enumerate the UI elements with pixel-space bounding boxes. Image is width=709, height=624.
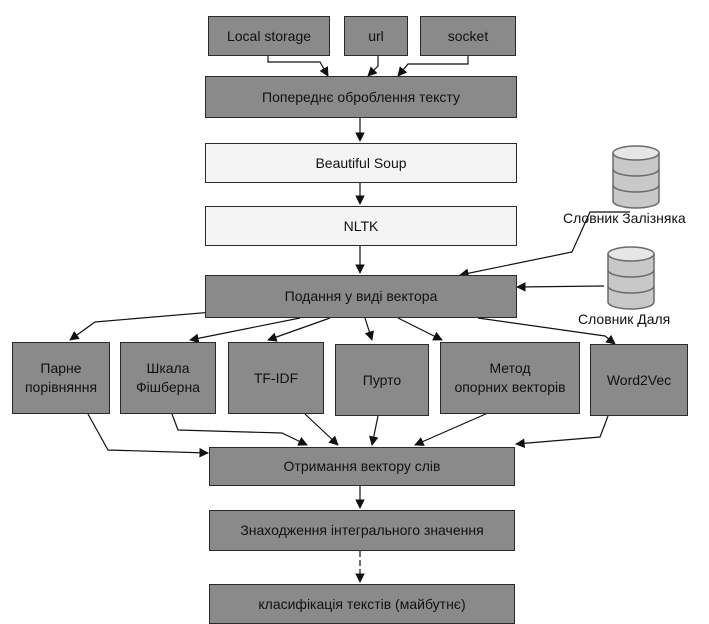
classification-node: класифікація текстів (майбутнє) [209, 584, 515, 624]
arrow-vector-to-fishburn [189, 317, 301, 344]
arrow-vector-to-word2vec [477, 317, 616, 345]
tfidf-node: TF-IDF [228, 342, 324, 414]
arrow-socket-to-preprocessing [397, 56, 469, 77]
arrow-purto-to-word-vector [369, 415, 379, 446]
url-node: url [344, 16, 408, 56]
integral-value-node: Знаходження інтегрального значення [209, 510, 515, 551]
arrow-fishburn-to-word-vector [171, 413, 308, 446]
pairwise-comparison-node: Парне порівняння [12, 342, 110, 414]
word-vector-node: Отримання вектору слів [209, 447, 515, 486]
database-icon [612, 145, 660, 209]
local-storage-node: Local storage [208, 16, 330, 56]
arrow-local-storage-to-preprocessing [267, 56, 329, 77]
arrow-word2vec-to-word-vector [515, 415, 609, 449]
socket-node: socket [420, 16, 516, 56]
arrow-zaliznyak-to-vector [459, 211, 630, 278]
arrow-vector-to-purto [364, 317, 374, 341]
svm-node: Метод опорних векторів [440, 342, 580, 414]
vector-representation-node: Подання у виді вектора [205, 275, 517, 318]
arrow-vector-to-svm [397, 317, 443, 341]
nltk-node: NLTK [205, 206, 517, 246]
beautiful-soup-node: Beautiful Soup [205, 143, 517, 183]
arrow-tfidf-to-word-vector [304, 413, 339, 446]
arrow-dal-to-vector [516, 282, 605, 292]
arrow-pairwise-to-word-vector [87, 413, 209, 458]
dictionary-dal-label: Словник Даля [578, 311, 671, 327]
preprocessing-node: Попереднє оброблення тексту [205, 76, 517, 118]
arrow-url-to-preprocessing [367, 56, 379, 77]
word2vec-node: Word2Vec [590, 344, 688, 416]
purto-node: Пурто [335, 344, 429, 416]
fishburn-scale-node: Шкала Фішберна [120, 342, 216, 414]
arrow-vector-to-tfidf [267, 317, 331, 342]
database-icon [607, 246, 655, 310]
arrow-svm-to-word-vector [414, 412, 489, 446]
dictionary-zaliznyak-label: Словник Залізняка [563, 210, 686, 226]
